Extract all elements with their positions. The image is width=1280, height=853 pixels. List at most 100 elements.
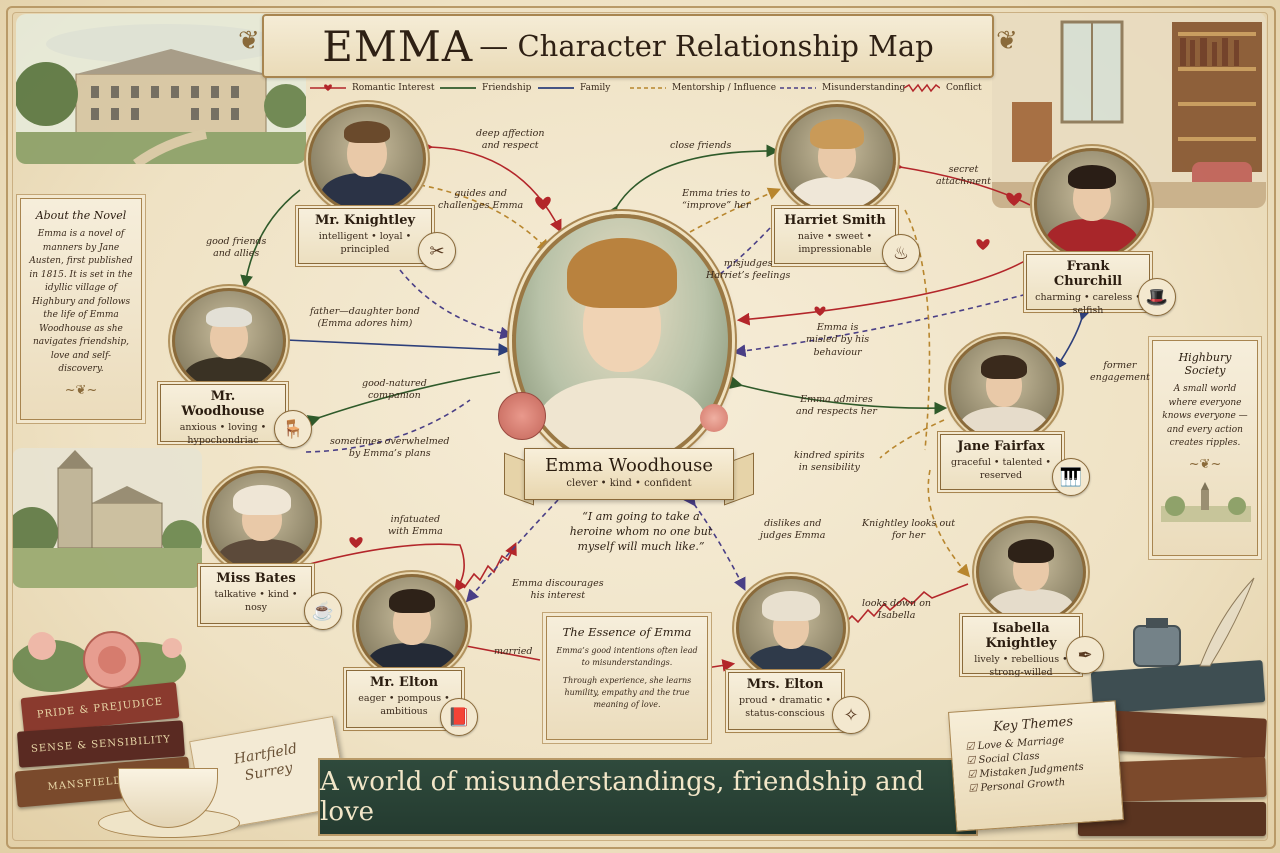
title-flourish-left: ❦ [238, 26, 260, 56]
rose-decoration-right [700, 404, 728, 432]
link-kindred-spirits [879, 419, 945, 459]
link-eltons-married-2 [705, 659, 736, 672]
link-emma-improves-harriet [689, 187, 781, 233]
highbury-heading: Highbury Society [1178, 351, 1232, 377]
bonnet-icon: ♨ [882, 234, 920, 272]
label-overwhelmed: sometimes overwhelmed by Emma’s plans [330, 436, 450, 460]
legend-misunderstanding: Misunderstanding [780, 83, 906, 93]
library-interior-illustration [992, 12, 1266, 208]
portrait-jane [948, 336, 1060, 442]
key-themes-card: Key Themes Love & Marriage Social Class … [948, 700, 1124, 832]
legend-family: Family [538, 83, 611, 93]
quill-pen-icon: ✒ [1066, 636, 1104, 674]
label-companion: good-natured companion [362, 378, 427, 402]
card-isabella: Isabella Knightley lively • rebellious •… [962, 616, 1080, 678]
label-secret: secret attachment [936, 164, 991, 188]
link-frank-misleads-emma [732, 284, 1061, 358]
card-knightley: Mr. Knightley intelligent • loyal • prin… [298, 208, 432, 264]
label-former: former engagement [1090, 360, 1150, 384]
about-heading: About the Novel [35, 209, 127, 222]
essence-heading: The Essence of Emma [562, 625, 692, 639]
prayer-book-icon: 📕 [440, 698, 478, 736]
label-knightley-looks: Knightley looks out for her [862, 518, 956, 542]
ornament-icon: ~❦~ [64, 382, 98, 398]
card-mrselton: Mrs. Elton proud • dramatic • status-con… [728, 672, 842, 730]
label-discourages: Emma discourages his interest [512, 578, 604, 602]
label-guides: guides and challenges Emma [438, 188, 524, 212]
legend-romantic: Romantic Interest [310, 83, 434, 93]
portrait-mrselton [736, 576, 846, 680]
armchair-icon: 🪑 [274, 410, 312, 448]
portrait-bates [206, 470, 318, 574]
about-novel-panel: About the Novel Emma is a novel of manne… [20, 198, 142, 420]
label-misled: Emma is misled by his behaviour [806, 322, 870, 358]
inkwell-quill-icon [1130, 574, 1260, 670]
church-village-illustration [12, 448, 202, 588]
highbury-society-panel: Highbury Society A small world where eve… [1152, 340, 1258, 556]
link-companion [306, 371, 501, 428]
fan-icon: ✧ [832, 696, 870, 734]
link-knightley-emma-romance [420, 140, 562, 233]
piano-icon: 🎹 [1052, 458, 1090, 496]
riding-crop-icon: ✂ [418, 232, 456, 270]
link-knightley-woodhouse [240, 189, 301, 289]
highbury-text: A small world where everyone knows every… [1162, 384, 1248, 448]
portrait-frank [1034, 148, 1150, 260]
label-close-friends: close friends [670, 140, 732, 151]
card-woodhouse: Mr. Woodhouse anxious • loving • hypocho… [160, 384, 286, 446]
label-admires: Emma admires and respects her [796, 394, 877, 418]
rose-bouquet-illustration [12, 606, 192, 706]
legend-mentorship: Mentorship / Influence [630, 83, 777, 93]
about-text: Emma is a novel of manners by Jane Auste… [29, 229, 133, 374]
card-harriet: Harriet Smith naive • sweet • impression… [774, 208, 896, 264]
portrait-emma [512, 214, 732, 468]
title-banner: EMMA — Character Relationship Map [262, 14, 994, 78]
legend: Romantic Interest Friendship Family Ment… [310, 83, 990, 99]
essence-text-1: Emma’s good intentions often lead to mis… [556, 646, 698, 667]
label-good-friends: good friends and allies [206, 236, 267, 260]
label-kindred: kindred spirits in sensibility [794, 450, 865, 474]
teapot-icon: ☕ [304, 592, 342, 630]
country-house-illustration [16, 14, 306, 164]
ornament-icon: ~❦~ [1188, 456, 1222, 472]
label-infatuated: infatuated with Emma [388, 514, 443, 538]
link-emma-elton-conflict [463, 542, 517, 589]
legend-friendship: Friendship [440, 83, 532, 93]
emma-quote: “I am going to take a heroine whom no on… [569, 510, 713, 553]
link-frank-emma-romance [736, 257, 1031, 326]
portrait-elton [356, 574, 468, 678]
emma-name-ribbon: Emma Woodhouse clever • kind • confident [524, 448, 734, 500]
link-elton-infatuated [295, 543, 467, 593]
portrait-woodhouse [172, 288, 286, 394]
label-father: father—daughter bond (Emma adores him) [310, 306, 420, 330]
link-overwhelmed [305, 399, 471, 453]
bottom-banner-text: A world of misunderstandings, friendship… [320, 767, 925, 827]
link-knightley-misunderstanding [399, 269, 514, 340]
portrait-harriet [778, 104, 896, 214]
card-frank: Frank Churchill charming • careless • se… [1026, 254, 1150, 316]
portrait-isabella [976, 520, 1086, 624]
link-mrselton-dislikes [683, 492, 746, 591]
card-jane: Jane Fairfax graceful • talented • reser… [940, 434, 1062, 490]
link-emma-discourages [465, 499, 559, 603]
label-looks-down: looks down on Isabella [862, 598, 932, 622]
link-knightley-isabella [927, 469, 971, 578]
portrait-knightley [308, 104, 426, 214]
link-father-daughter [276, 333, 512, 356]
label-dislikes: dislikes and judges Emma [760, 518, 826, 542]
heart-icons [349, 192, 1022, 548]
label-misjudges: misjudges Harriet’s feelings [706, 258, 791, 282]
title-sub: — Character Relationship Map [479, 29, 934, 63]
essence-panel: The Essence of Emma Emma’s good intentio… [546, 616, 708, 740]
title-flourish-right: ❦ [996, 26, 1018, 56]
top-hat-icon: 🎩 [1138, 278, 1176, 316]
label-married: married [494, 646, 533, 657]
bottom-banner: A world of misunderstandings, friendship… [318, 758, 978, 836]
village-sketch-icon [1161, 481, 1251, 522]
link-frank-jane-engagement [1054, 306, 1092, 371]
title-main: EMMA [322, 21, 474, 71]
card-bates: Miss Bates talkative • kind • nosy [200, 566, 312, 624]
essence-text-2: Through experience, she learns humility,… [562, 676, 692, 709]
